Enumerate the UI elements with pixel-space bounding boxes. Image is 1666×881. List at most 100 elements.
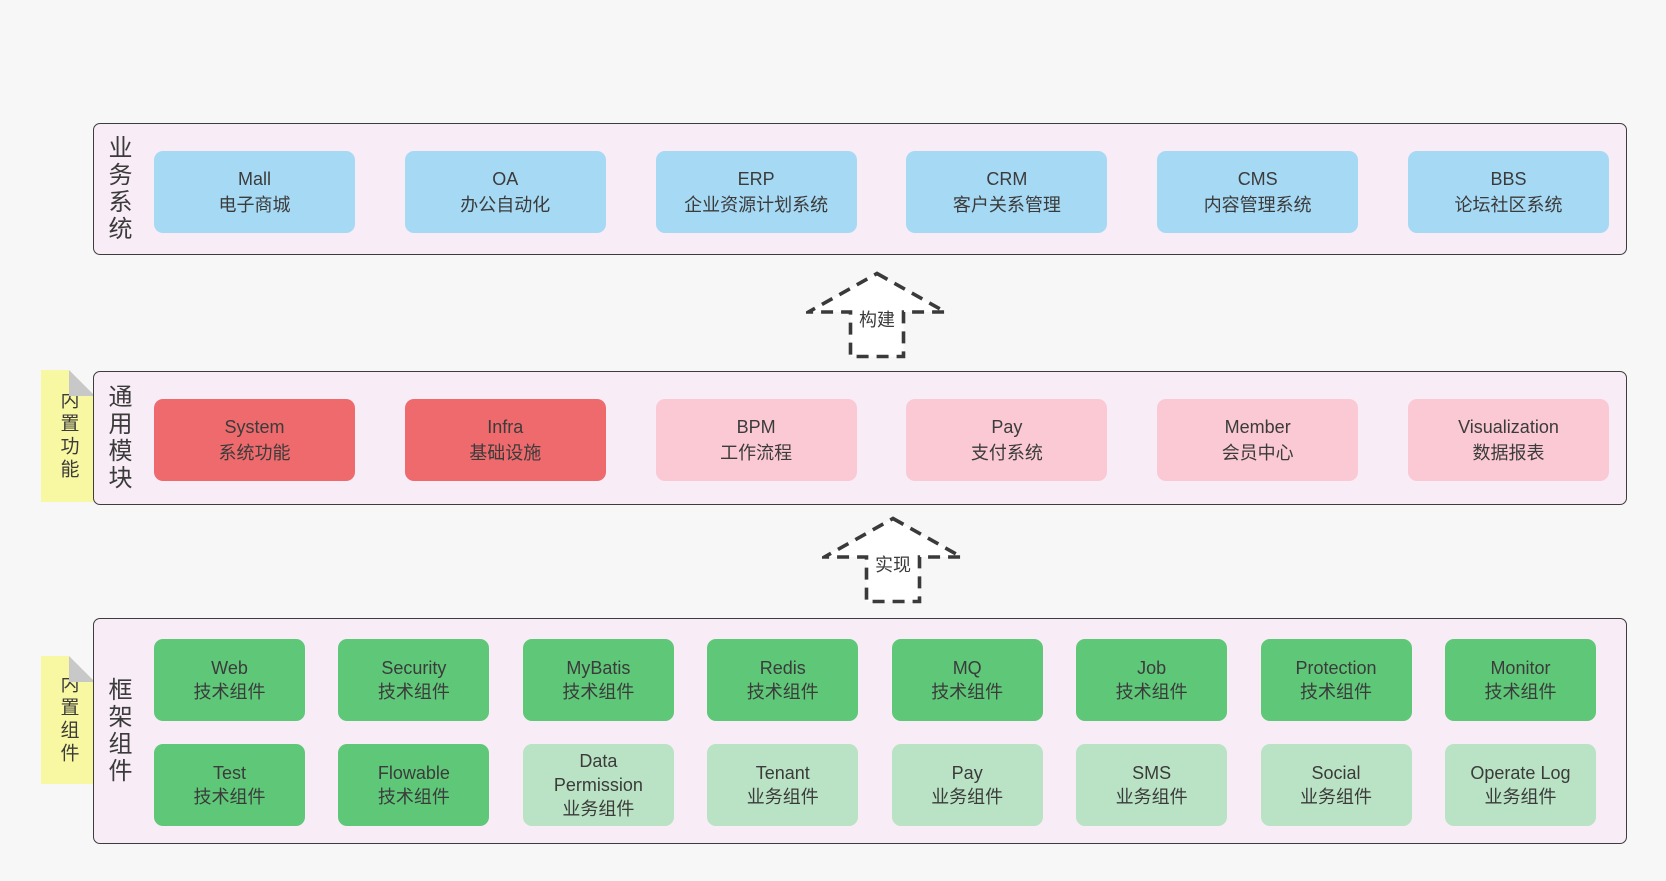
- module-box-member: Member 会员中心: [1157, 399, 1359, 481]
- component-title: MQ: [952, 658, 982, 678]
- component-subtitle: 技术组件: [1300, 682, 1373, 702]
- module-subtitle: 企业资源计划系统: [684, 195, 829, 215]
- component-box-mq: MQ 技术组件: [891, 639, 1043, 721]
- sticky-note-label: 内置功能: [57, 390, 79, 482]
- module-box-oa: OA 办公自动化: [404, 151, 606, 233]
- module-box-pay: Pay 支付系统: [906, 399, 1108, 481]
- sticky-note-label: 内置组件: [57, 674, 79, 766]
- module-subtitle: 客户关系管理: [952, 195, 1061, 215]
- module-subtitle: 数据报表: [1472, 443, 1545, 463]
- module-title: CRM: [986, 169, 1028, 189]
- component-subtitle: 技术组件: [562, 682, 635, 702]
- component-subtitle: 技术组件: [377, 787, 450, 807]
- module-box-crm: CRM 客户关系管理: [906, 151, 1108, 233]
- module-subtitle: 内容管理系统: [1203, 195, 1312, 215]
- component-subtitle: 技术组件: [931, 682, 1004, 702]
- module-subtitle: 论坛社区系统: [1454, 195, 1563, 215]
- component-subtitle: 业务组件: [746, 787, 819, 807]
- module-title: Infra: [487, 417, 524, 437]
- business-systems-row: Mall 电子商城 OA 办公自动化 ERP 企业资源计划系统 CRM 客户关系…: [154, 151, 1609, 233]
- arrow-build: 构建: [806, 271, 948, 359]
- component-title: Data Permission: [553, 751, 643, 795]
- component-subtitle: 技术组件: [377, 682, 450, 702]
- component-title: Pay: [951, 763, 983, 783]
- sticky-note-builtin-features: 内置功能: [41, 370, 95, 502]
- component-subtitle: 技术组件: [1115, 682, 1188, 702]
- layer-business-systems: 业务系统 Mall 电子商城 OA 办公自动化 ERP 企业资源计划系统 CRM…: [93, 123, 1627, 255]
- component-title: Tenant: [755, 763, 810, 783]
- component-box-pay: Pay 业务组件: [891, 744, 1043, 826]
- module-title: Member: [1224, 417, 1291, 437]
- module-title: ERP: [737, 169, 775, 189]
- component-title: Social: [1311, 763, 1361, 783]
- module-subtitle: 系统功能: [218, 443, 291, 463]
- component-title: Monitor: [1490, 658, 1551, 678]
- module-subtitle: 办公自动化: [460, 195, 551, 215]
- module-subtitle: 支付系统: [970, 443, 1043, 463]
- module-title: CMS: [1237, 169, 1278, 189]
- component-subtitle: 业务组件: [1300, 787, 1373, 807]
- component-subtitle: 技术组件: [1484, 682, 1557, 702]
- arrow-implement-label: 实现: [873, 553, 913, 577]
- component-title: Security: [381, 658, 447, 678]
- module-box-bbs: BBS 论坛社区系统: [1407, 151, 1609, 233]
- module-box-erp: ERP 企业资源计划系统: [655, 151, 857, 233]
- component-box-sms: SMS 业务组件: [1076, 744, 1228, 826]
- component-box-monitor: Monitor 技术组件: [1444, 639, 1596, 721]
- component-box-social: Social 业务组件: [1260, 744, 1412, 826]
- component-title: Operate Log: [1470, 763, 1571, 783]
- component-box-data-permission: Data Permission 业务组件: [522, 744, 674, 826]
- component-title: Web: [211, 658, 248, 678]
- component-box-security: Security 技术组件: [338, 639, 490, 721]
- module-title: BBS: [1490, 169, 1527, 189]
- module-title: Pay: [991, 417, 1023, 437]
- module-title: System: [224, 417, 285, 437]
- component-box-test: Test 技术组件: [154, 744, 305, 826]
- component-title: SMS: [1132, 763, 1172, 783]
- module-title: Mall: [237, 169, 271, 189]
- component-title: Test: [212, 763, 246, 783]
- module-subtitle: 工作流程: [720, 443, 793, 463]
- framework-components-row-2: Test 技术组件 Flowable 技术组件 Data Permission …: [154, 744, 1596, 826]
- layer-label-common-modules: 通用模块: [104, 384, 131, 492]
- module-subtitle: 基础设施: [469, 443, 542, 463]
- component-title: Protection: [1295, 658, 1377, 678]
- framework-components-row-1: Web 技术组件 Security 技术组件 MyBatis 技术组件 Redi…: [154, 639, 1596, 721]
- module-title: BPM: [736, 417, 776, 437]
- module-box-visualization: Visualization 数据报表: [1407, 399, 1609, 481]
- component-subtitle: 技术组件: [193, 682, 266, 702]
- module-title: OA: [492, 169, 519, 189]
- layer-common-modules: 通用模块 System 系统功能 Infra 基础设施 BPM 工作流程 Pay…: [93, 371, 1627, 505]
- module-box-cms: CMS 内容管理系统: [1157, 151, 1359, 233]
- module-title: Visualization: [1458, 417, 1559, 437]
- component-box-job: Job 技术组件: [1076, 639, 1228, 721]
- component-subtitle: 业务组件: [1115, 787, 1188, 807]
- common-modules-row: System 系统功能 Infra 基础设施 BPM 工作流程 Pay 支付系统…: [154, 399, 1609, 481]
- folded-corner-icon: [69, 656, 95, 682]
- component-box-mybatis: MyBatis 技术组件: [522, 639, 674, 721]
- component-title: Flowable: [377, 763, 450, 783]
- sticky-note-builtin-components: 内置组件: [41, 656, 95, 784]
- module-box-infra: Infra 基础设施: [404, 399, 606, 481]
- arrow-build-label: 构建: [857, 308, 897, 332]
- component-title: Redis: [759, 658, 806, 678]
- module-box-mall: Mall 电子商城: [154, 151, 355, 233]
- module-subtitle: 电子商城: [218, 195, 291, 215]
- component-box-protection: Protection 技术组件: [1260, 639, 1412, 721]
- component-subtitle: 技术组件: [193, 787, 266, 807]
- arrow-implement: 实现: [822, 516, 964, 604]
- module-box-bpm: BPM 工作流程: [655, 399, 857, 481]
- layer-framework-components: 框架组件 Web 技术组件 Security 技术组件 MyBatis 技术组件…: [93, 618, 1627, 844]
- component-subtitle: 业务组件: [1484, 787, 1557, 807]
- module-subtitle: 会员中心: [1221, 443, 1294, 463]
- component-box-redis: Redis 技术组件: [707, 639, 859, 721]
- component-box-operate-log: Operate Log 业务组件: [1444, 744, 1596, 826]
- component-title: Job: [1137, 658, 1167, 678]
- component-subtitle: 业务组件: [562, 799, 635, 819]
- layer-label-business-systems: 业务系统: [104, 135, 131, 243]
- layer-label-framework-components: 框架组件: [104, 677, 131, 785]
- component-box-flowable: Flowable 技术组件: [338, 744, 490, 826]
- component-title: MyBatis: [566, 658, 631, 678]
- component-box-web: Web 技术组件: [154, 639, 305, 721]
